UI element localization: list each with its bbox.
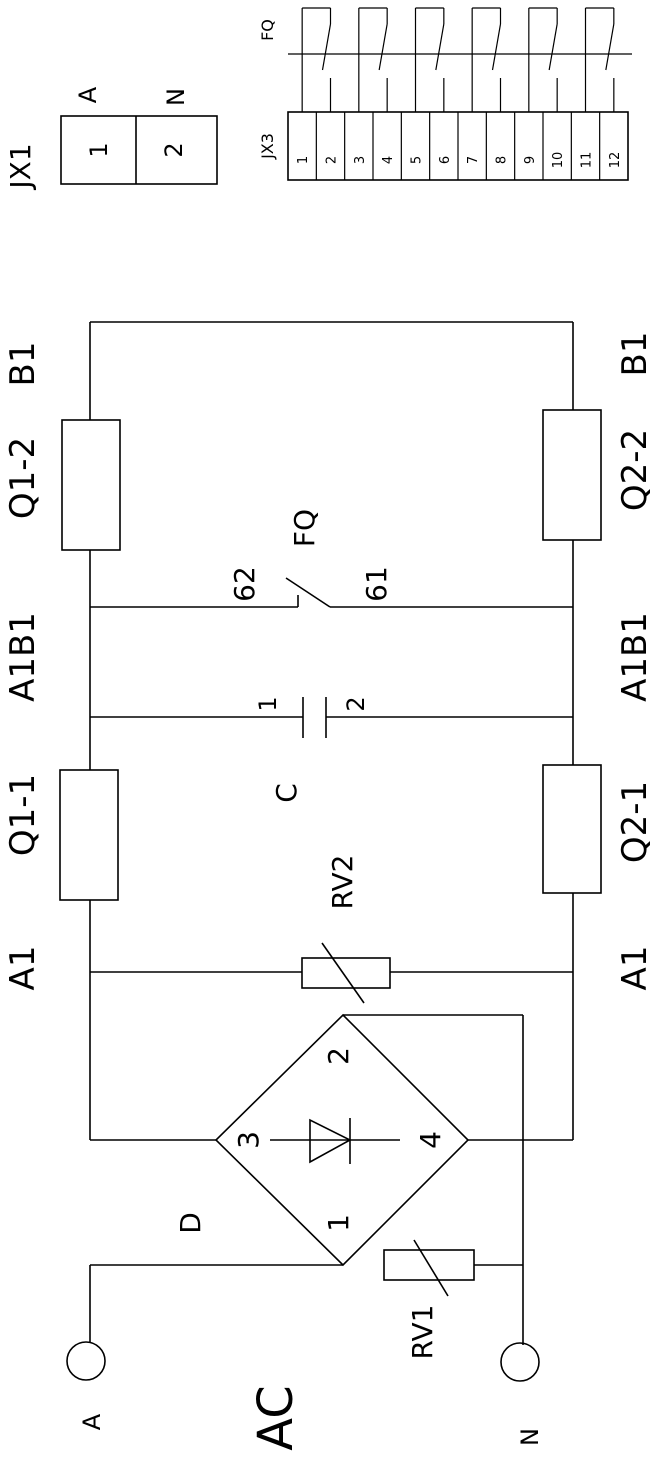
- rv2-arrow: [321, 942, 365, 1004]
- jx3-terminal-number: 6: [438, 156, 453, 164]
- rv1-label: RV1: [406, 1305, 439, 1360]
- fq-label: FQ: [288, 509, 321, 547]
- jx3-title: JX3: [258, 133, 277, 160]
- pin-62-label: 62: [228, 566, 261, 602]
- q1-1-label: Q1-1: [3, 774, 43, 856]
- n-terminal-circle: [500, 1342, 540, 1382]
- jx3-terminal-number: 7: [466, 156, 481, 164]
- jx1-terminal-block: JX1 1 2 A N: [4, 86, 218, 191]
- q1-2-label: Q1-2: [3, 437, 43, 519]
- jx3-terminal-number: 5: [410, 156, 425, 164]
- jx1-terminal-1: 1: [85, 142, 113, 157]
- bridge-pin-3: 3: [232, 1131, 265, 1149]
- q2-2-resistor: [542, 409, 602, 541]
- a1b1-right-label: A1B1: [615, 612, 650, 702]
- diode-label: D: [174, 1212, 207, 1234]
- bridge-pin-2: 2: [322, 1047, 355, 1065]
- jx1-terminal-2: 2: [160, 142, 188, 157]
- ac-label: AC: [248, 1385, 304, 1451]
- jx3-terminal-number: 11: [580, 152, 595, 169]
- jx3-fq-label: FQ: [258, 19, 277, 41]
- n-terminal-label: N: [516, 1428, 544, 1446]
- b1-right-label: B1: [615, 332, 650, 377]
- jx1-title: JX1: [4, 143, 37, 190]
- jx3-fq-contact-segment: [435, 23, 445, 71]
- q2-2-label: Q2-2: [615, 429, 650, 511]
- rv2-label: RV2: [326, 855, 359, 910]
- jx3-fq-contact-segment: [548, 23, 558, 71]
- bridge-pin-1: 1: [322, 1214, 355, 1232]
- rv1-arrow: [413, 1239, 449, 1297]
- jx3-fq-contact: [301, 7, 332, 112]
- jx1-label-a: A: [74, 86, 102, 103]
- jx1-label-n: N: [162, 88, 190, 106]
- a-terminal-circle: [66, 1341, 106, 1381]
- q1-2-resistor: [61, 419, 121, 551]
- a1b1-left-label: A1B1: [3, 612, 43, 702]
- jx3-fq-contact-segment: [605, 23, 615, 71]
- jx3-terminal-number: 8: [495, 156, 510, 164]
- jx3-terminal-number: 3: [353, 156, 368, 164]
- main-circuit: FQ 62 61 1 2 C RV2 1 2 3 4 D RV1: [3, 321, 650, 1451]
- a1-left-label: A1: [3, 946, 43, 991]
- q2-1-resistor: [542, 764, 602, 894]
- q2-1-label: Q2-1: [615, 781, 650, 863]
- jx3-fq-contact-segment: [378, 23, 388, 71]
- jx3-fq-contact-segment: [491, 23, 502, 71]
- pin-61-label: 61: [360, 566, 393, 602]
- jx3-fq-contact: [584, 7, 615, 112]
- fq-switch-blade: [285, 577, 331, 608]
- jx1-frame: [60, 115, 218, 185]
- q1-1-resistor: [59, 769, 119, 901]
- a1-right-label: A1: [615, 946, 650, 991]
- jx3-fq-contact: [358, 7, 388, 112]
- bridge-pin-4: 4: [414, 1131, 447, 1149]
- capacitor-label: C: [270, 783, 303, 803]
- rv2-resistor: [301, 957, 391, 989]
- jx3-terminal-number: 12: [608, 152, 623, 169]
- jx3-fq-contact: [414, 7, 445, 112]
- a-terminal-label: A: [78, 1413, 106, 1430]
- jx3-fq-contact-segment: [321, 23, 332, 71]
- b1-left-label: B1: [3, 342, 43, 387]
- jx3-fq-contact: [471, 7, 502, 112]
- capacitor-pin-2: 2: [342, 696, 370, 711]
- jx3-terminal-number: 9: [523, 156, 538, 164]
- diode-triangle: [309, 1118, 352, 1164]
- capacitor-pin-1: 1: [254, 696, 282, 711]
- jx3-terminal-number: 10: [551, 152, 566, 169]
- jx3-terminal-number: 1: [296, 156, 311, 164]
- jx3-terminal-number: 2: [325, 156, 340, 164]
- jx3-terminal-number: 4: [381, 156, 396, 164]
- jx3-fq-contact: [528, 7, 558, 112]
